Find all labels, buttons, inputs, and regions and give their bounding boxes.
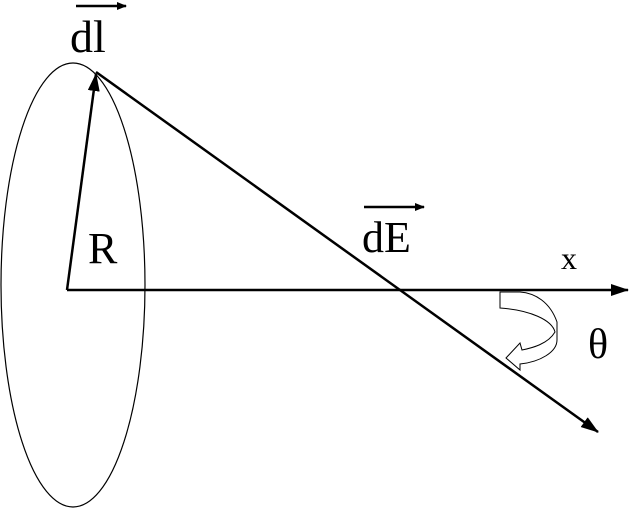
label-theta: θ [588, 322, 608, 368]
field-vector-dE [95, 70, 599, 434]
label-dE: dE [362, 213, 411, 262]
label-R: R [88, 224, 118, 273]
ring-ellipse [0, 62, 146, 508]
label-x: x [561, 240, 577, 276]
label-dl: dl [70, 11, 106, 62]
radius-vector [65, 73, 100, 291]
angle-curved-arrow [499, 291, 558, 372]
